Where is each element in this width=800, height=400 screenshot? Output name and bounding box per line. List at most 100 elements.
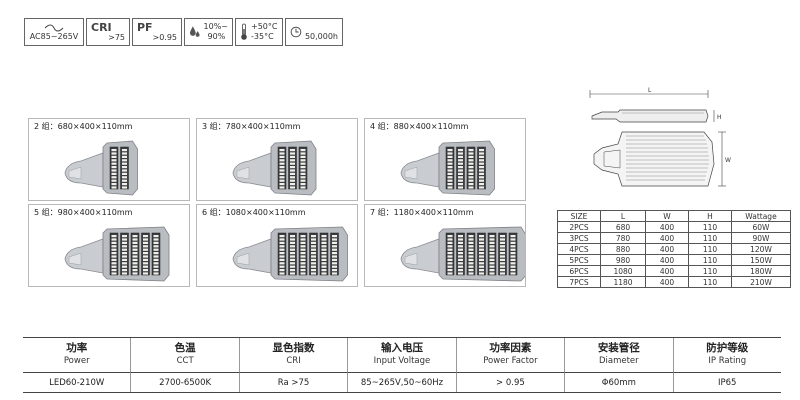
led-chip-row bbox=[153, 248, 159, 251]
led-chip-row bbox=[143, 252, 148, 255]
led-chip-row bbox=[300, 172, 306, 175]
led-chip-row bbox=[468, 149, 474, 152]
led-chip-row bbox=[500, 245, 505, 248]
led-chip-row bbox=[132, 252, 138, 255]
led-chip-row bbox=[500, 252, 505, 255]
led-chip-row bbox=[143, 235, 148, 238]
street-lamp-image bbox=[400, 140, 495, 196]
header-en: Diameter bbox=[598, 356, 639, 366]
led-chip-row bbox=[458, 241, 463, 244]
spec-value-power: LED60-210W bbox=[23, 372, 132, 392]
table-row: 5PCS 980 400 110 150W bbox=[557, 254, 791, 266]
table-cell: 1180 bbox=[600, 276, 646, 288]
led-chip-row bbox=[122, 162, 127, 165]
led-chip-row bbox=[468, 176, 474, 179]
lamp-arm bbox=[232, 152, 272, 188]
led-chip-row bbox=[332, 269, 337, 272]
street-lamp-image bbox=[232, 226, 348, 282]
led-chip-row bbox=[111, 179, 117, 182]
table-row: 3PCS 780 400 110 90W bbox=[557, 232, 791, 244]
led-chip-row bbox=[122, 149, 127, 152]
led-chip-row bbox=[300, 162, 306, 165]
led-chip-row bbox=[279, 245, 285, 248]
led-chip-row bbox=[468, 152, 474, 155]
product-card-label: 5 组：980×400×110mm bbox=[34, 208, 133, 217]
led-chip-row bbox=[279, 179, 285, 182]
led-chip-row bbox=[111, 269, 117, 272]
led-chip-row bbox=[447, 162, 453, 165]
led-chip-row bbox=[489, 245, 495, 248]
led-chip-row bbox=[510, 252, 516, 255]
led-chip-row bbox=[332, 262, 337, 265]
table-cell: 3PCS bbox=[557, 232, 601, 244]
led-chip-row bbox=[468, 183, 474, 186]
led-chip-row bbox=[458, 262, 463, 265]
led-chip-row bbox=[447, 176, 453, 179]
led-chip-row bbox=[311, 265, 316, 268]
led-chip-row bbox=[290, 169, 295, 172]
led-chip-row bbox=[122, 265, 127, 268]
led-chip-row bbox=[143, 269, 148, 272]
led-chip-row bbox=[500, 269, 505, 272]
table-header-row: SIZE L W H Wattage bbox=[557, 210, 791, 222]
led-chip-row bbox=[468, 262, 474, 265]
led-chip-row bbox=[153, 255, 159, 258]
led-chip-row bbox=[153, 235, 159, 238]
led-chip-row bbox=[132, 265, 138, 268]
voltage-value: AC85~265V bbox=[29, 31, 79, 41]
dimension-drawing: L H W bbox=[589, 87, 731, 187]
lamp-arm-cover bbox=[236, 252, 250, 266]
led-chip-row bbox=[489, 235, 495, 238]
led-chip-row bbox=[468, 169, 474, 172]
led-chip-row bbox=[321, 235, 327, 238]
table-cell: 400 bbox=[645, 232, 689, 244]
led-chip-row bbox=[489, 248, 495, 251]
led-chip-row bbox=[122, 262, 127, 265]
led-chip-row bbox=[458, 252, 463, 255]
led-chip-row bbox=[489, 252, 495, 255]
led-chip-row bbox=[458, 169, 463, 172]
led-chip-row bbox=[479, 255, 484, 258]
led-chip-row bbox=[447, 272, 453, 275]
led-chip-row bbox=[111, 235, 117, 238]
led-chip-row bbox=[468, 252, 474, 255]
led-chip-row bbox=[122, 155, 127, 158]
table-cell: 110 bbox=[688, 232, 732, 244]
cri-value: >75 bbox=[108, 33, 125, 42]
led-chip-row bbox=[143, 272, 148, 275]
led-chip-row bbox=[311, 255, 316, 258]
led-chip-row bbox=[458, 162, 463, 165]
led-chip-row bbox=[300, 255, 306, 258]
lamp-arm bbox=[64, 152, 104, 188]
led-chip-row bbox=[468, 186, 474, 189]
led-chip-row bbox=[300, 238, 306, 241]
led-chip-row bbox=[479, 162, 484, 165]
led-chip-row bbox=[500, 262, 505, 265]
table-cell: 90W bbox=[731, 232, 791, 244]
led-chip-row bbox=[279, 241, 285, 244]
led-chip-row bbox=[153, 262, 159, 265]
led-chip-row bbox=[311, 269, 316, 272]
led-chip-row bbox=[111, 186, 117, 189]
header-zh: 功率因素 bbox=[489, 342, 532, 354]
pf-value: >0.95 bbox=[152, 33, 177, 42]
led-chip-row bbox=[321, 272, 327, 275]
led-chip-row bbox=[290, 248, 295, 251]
led-chip-row bbox=[279, 183, 285, 186]
led-chip-row bbox=[321, 238, 327, 241]
led-chip-row bbox=[468, 245, 474, 248]
header-en: Power bbox=[63, 356, 90, 366]
table-row: 2PCS 680 400 110 60W bbox=[557, 221, 791, 233]
humidity-min: 10%~ bbox=[203, 22, 228, 31]
led-chip-row bbox=[290, 241, 295, 244]
led-chip-row bbox=[489, 255, 495, 258]
led-chip-row bbox=[300, 159, 306, 162]
table-cell: 110 bbox=[688, 254, 732, 266]
led-chip-row bbox=[279, 166, 285, 169]
street-lamp-image bbox=[400, 226, 525, 282]
led-chip-row bbox=[321, 248, 327, 251]
